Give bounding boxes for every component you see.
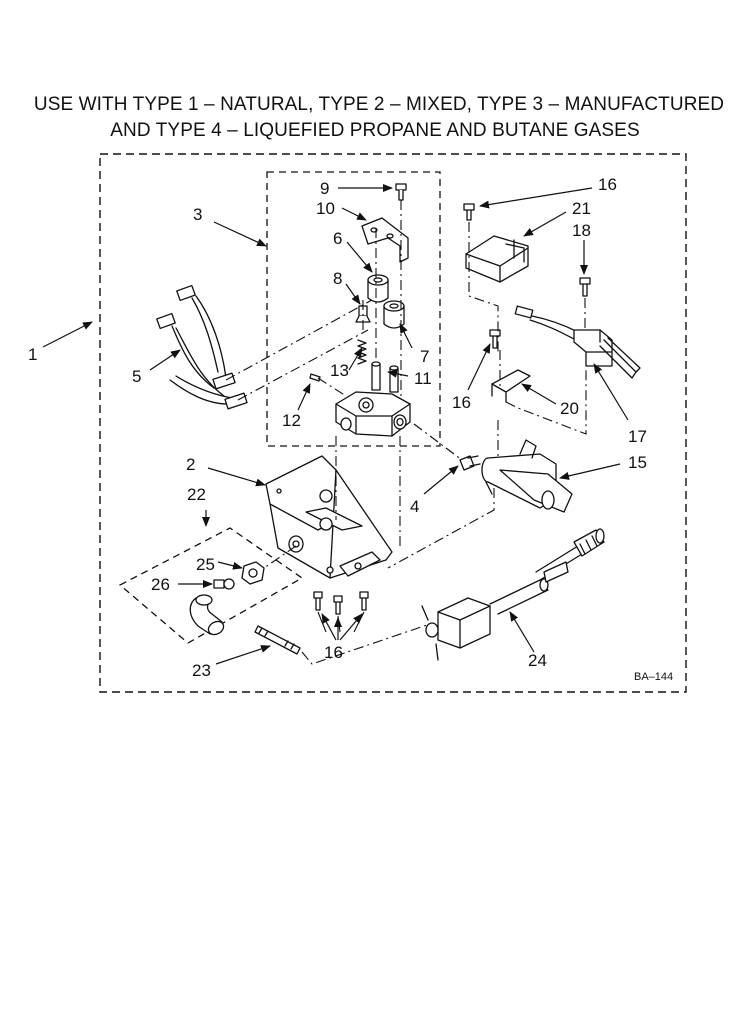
assembly-frame [99,153,687,693]
igniter-17 [514,305,641,379]
title-line-2: AND TYPE 4 – LIQUEFIED PROPANE AND BUTAN… [110,120,640,141]
fitting-4 [459,455,481,471]
title-line-1: USE WITH TYPE 1 – NATURAL, TYPE 2 – MIXE… [33,94,725,115]
callout-24: 24 [528,651,547,670]
valve-subassembly-frame [266,171,441,447]
elbow-subassembly-frame [118,527,304,644]
callout-13: 13 [330,361,349,380]
stud-23 [254,625,301,655]
callout-17: 17 [628,427,647,446]
bracket-20 [491,369,531,403]
nut-25 [241,561,265,585]
screw-18 [579,277,591,297]
elbow-fitting [189,594,225,636]
pin-12 [309,373,321,382]
leader-arrows [42,184,629,665]
coil-7 [383,300,405,329]
callout-8: 8 [333,269,342,288]
callout-21: 21 [572,199,591,218]
callout-4: 4 [410,497,419,516]
callout-1: 1 [28,345,37,364]
screw-16-middle [489,329,501,349]
callout-labels: 1 3 2 9 10 6 8 7 13 11 12 5 22 25 26 23 … [28,175,673,683]
gas-valve-24 [421,528,605,661]
screw-26 [213,578,235,590]
callout-11: 11 [414,369,432,388]
callout-5: 5 [132,367,141,386]
callout-25: 25 [196,555,215,574]
screw-16-upper [463,203,475,221]
callout-7: 7 [420,347,429,366]
callout-23: 23 [192,661,211,680]
callout-2: 2 [186,455,195,474]
bracket-21 [465,235,529,283]
callout-26: 26 [151,575,170,594]
burner-15 [481,439,573,513]
callout-10: 10 [316,199,335,218]
callout-22: 22 [187,485,206,504]
plunger-11 [371,361,399,393]
callout-6: 6 [333,229,342,248]
diagram-code: BA–144 [634,671,673,683]
callout-16-middle: 16 [452,393,471,412]
screws-16-bottom [313,591,369,615]
callout-12: 12 [282,411,301,430]
callout-20: 20 [560,399,579,418]
callout-16-top: 16 [598,175,617,194]
callout-3: 3 [193,205,202,224]
bracket-2 [265,455,393,579]
diagram-title: USE WITH TYPE 1 – NATURAL, TYPE 2 – MIXE… [0,92,750,144]
screw-9 [395,183,407,201]
callout-16-bottom: 16 [324,643,343,662]
wire-harness-5 [156,284,248,410]
valve-body [335,391,411,437]
bracket-10 [361,217,409,263]
callout-15: 15 [628,453,647,472]
coil-6 [367,274,389,303]
callout-9: 9 [320,179,329,198]
callout-18: 18 [572,221,591,240]
